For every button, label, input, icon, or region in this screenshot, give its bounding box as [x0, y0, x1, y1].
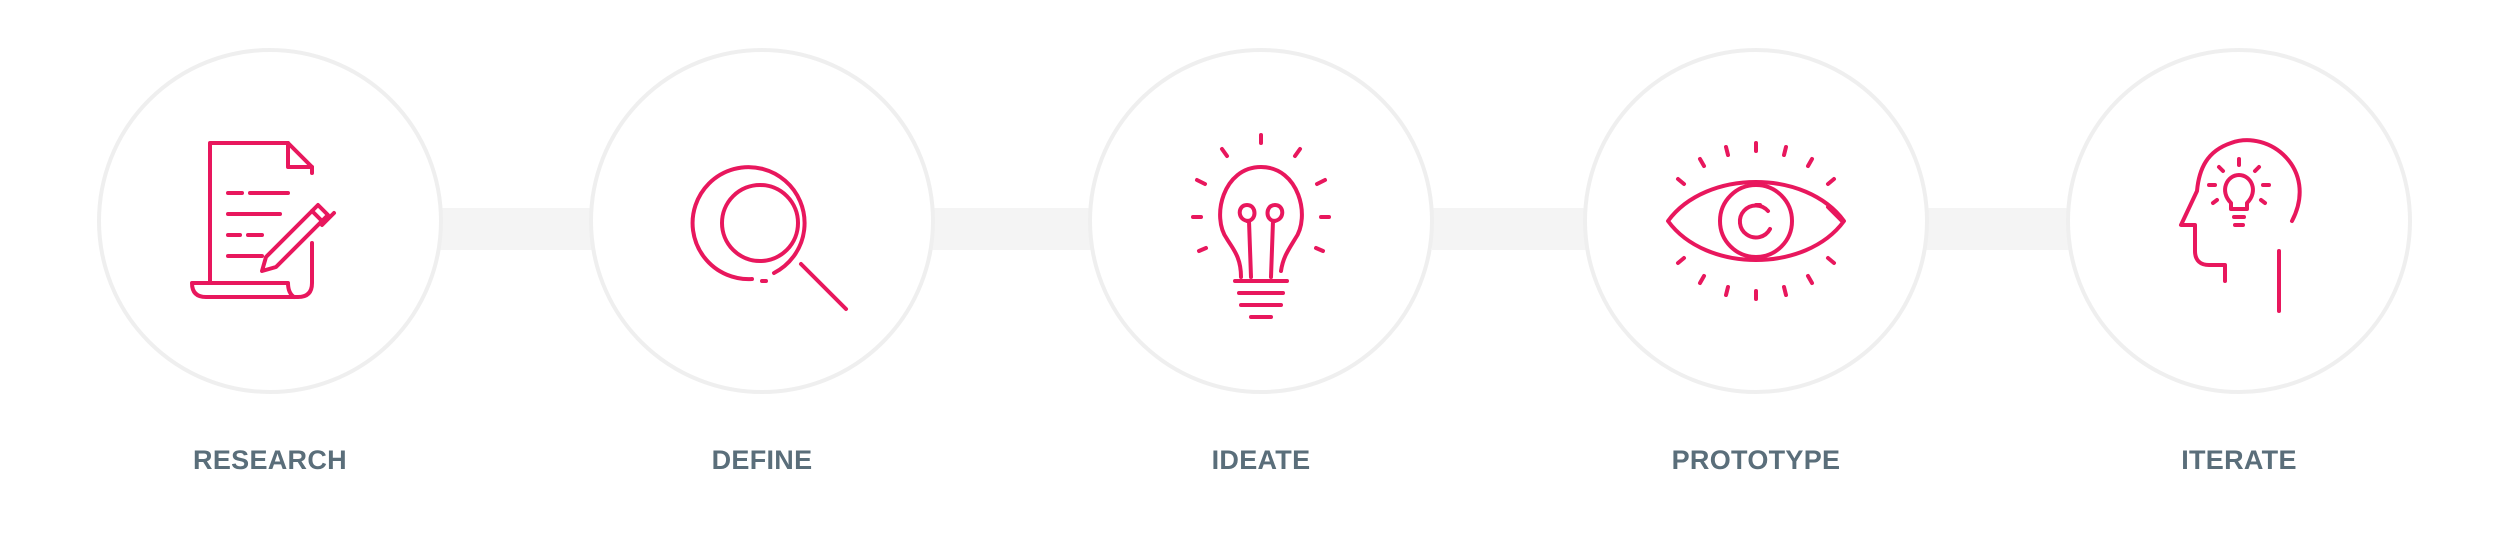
- step-circle-prototype: [1583, 48, 1929, 394]
- step-circle-iterate: [2066, 48, 2412, 394]
- step-label-research: RESEARCH: [193, 445, 347, 475]
- lightbulb-icon: [1191, 133, 1331, 319]
- head-lightbulb-icon: [2179, 138, 2302, 313]
- step-circle-define: [589, 48, 935, 394]
- magnifier-icon: [690, 165, 848, 311]
- step-label-iterate: ITERATE: [2181, 445, 2297, 475]
- connector-3: [1432, 208, 1590, 250]
- connector-4: [1926, 208, 2072, 250]
- document-pen-icon: [190, 141, 336, 299]
- step-circle-ideate: [1088, 48, 1434, 394]
- eye-icon: [1666, 141, 1846, 301]
- connector-1: [440, 208, 595, 250]
- step-label-prototype: PROTOTYPE: [1671, 445, 1841, 475]
- step-label-define: DEFINE: [711, 445, 813, 475]
- step-label-ideate: IDEATE: [1211, 445, 1311, 475]
- step-circle-research: [97, 48, 443, 394]
- connector-2: [932, 208, 1094, 250]
